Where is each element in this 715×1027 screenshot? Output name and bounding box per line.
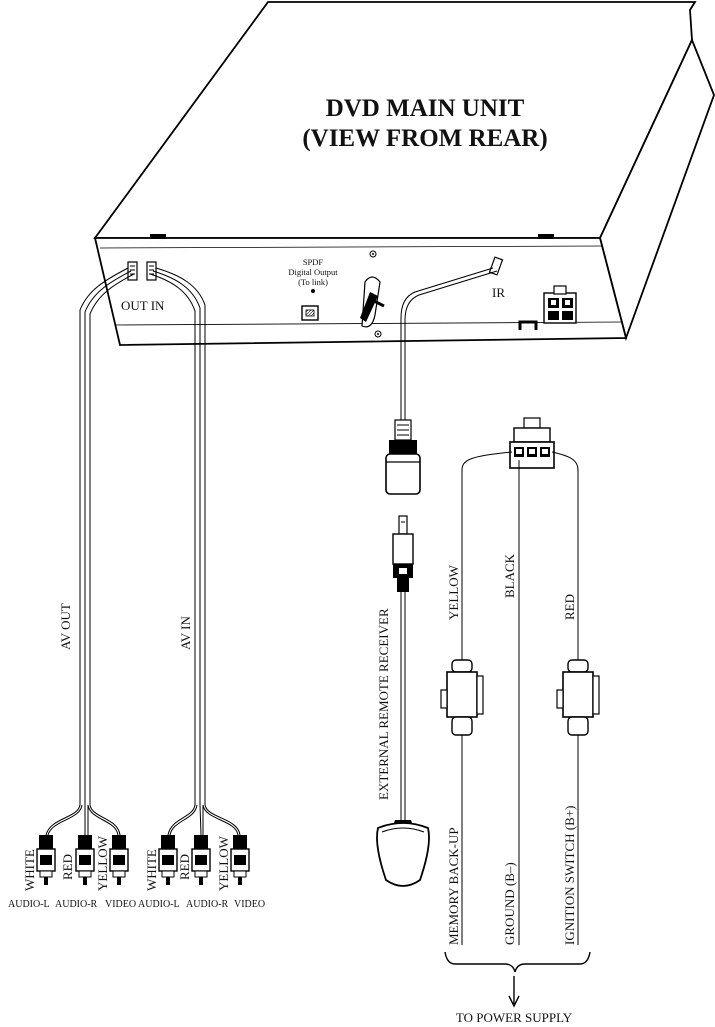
fuse-holder — [440, 659, 484, 736]
rca-signal-label: AUDIO-R — [55, 899, 98, 910]
power-wires — [461, 451, 579, 945]
spdf-port-icon — [301, 305, 319, 321]
power-supply-bracket — [444, 951, 591, 973]
to-link-label: (To link) — [298, 277, 328, 287]
down-arrow-icon — [508, 976, 520, 1008]
rca-color-label: RED — [177, 854, 192, 880]
wire-color-label: BLACK — [502, 553, 517, 598]
rca-plug — [191, 835, 211, 885]
spdf-label: SPDF — [303, 257, 324, 267]
fuse-holder — [556, 659, 600, 736]
external-remote-label: EXTERNAL REMOTE RECEIVER — [376, 608, 391, 800]
dvd-main-unit: DVD MAIN UNIT (VIEW FROM REAR) OUT IN SP… — [93, 1, 715, 346]
ir-connector-plug — [385, 419, 421, 495]
digital-output-label: Digital Output — [288, 267, 338, 277]
wire-color-label: YELLOW — [446, 564, 461, 620]
av-out-label: AV OUT — [58, 603, 73, 650]
out-in-label: OUT IN — [121, 298, 165, 313]
screw-icon — [369, 250, 377, 258]
av-in-label: AV IN — [178, 616, 193, 650]
wire-color-label: RED — [562, 594, 577, 620]
av-in-cable — [149, 267, 241, 836]
rca-plug — [36, 835, 56, 885]
power-socket-icon — [543, 285, 577, 324]
rca-plug — [109, 835, 129, 885]
unit-title: DVD MAIN UNIT — [326, 95, 525, 122]
unit-rear-face — [93, 237, 628, 346]
rca-signal-label: AUDIO-L — [138, 899, 180, 910]
rca-plug — [230, 835, 250, 885]
rca-color-label: WHITE — [144, 849, 159, 891]
av-in-socket — [146, 261, 157, 281]
wire-function-label: MEMORY BACK-UP — [446, 827, 461, 945]
rca-signal-label: AUDIO-L — [8, 899, 50, 910]
to-power-supply-label: TO POWER SUPPLY — [456, 1010, 573, 1025]
rca-color-label: YELLOW — [216, 835, 231, 891]
power-harness-connector — [509, 417, 555, 469]
ir-label: IR — [492, 285, 505, 300]
rca-signal-label: VIDEO — [105, 899, 136, 910]
remote-receiver-icon — [376, 820, 430, 887]
unit-subtitle: (VIEW FROM REAR) — [302, 125, 547, 152]
rca-signal-label: VIDEO — [234, 899, 265, 910]
rca-color-label: YELLOW — [95, 835, 110, 891]
ir-cable — [400, 267, 498, 420]
av-out-cable — [45, 267, 135, 836]
wire-function-label: GROUND (B–) — [502, 862, 517, 945]
rca-plug — [158, 835, 178, 885]
ir-jack-plug — [392, 515, 414, 592]
screw-icon — [374, 330, 382, 338]
wire-function-label: IGNITION SWITCH (B+) — [562, 806, 577, 945]
ir-port — [488, 256, 504, 276]
av-out-socket — [127, 261, 138, 281]
rca-plug — [75, 835, 95, 885]
remote-receiver-cable — [400, 592, 406, 820]
connector-slot-icon — [360, 276, 385, 328]
rca-color-label: RED — [60, 854, 75, 880]
rca-color-label: WHITE — [22, 849, 37, 891]
rca-signal-label: AUDIO-R — [186, 899, 229, 910]
